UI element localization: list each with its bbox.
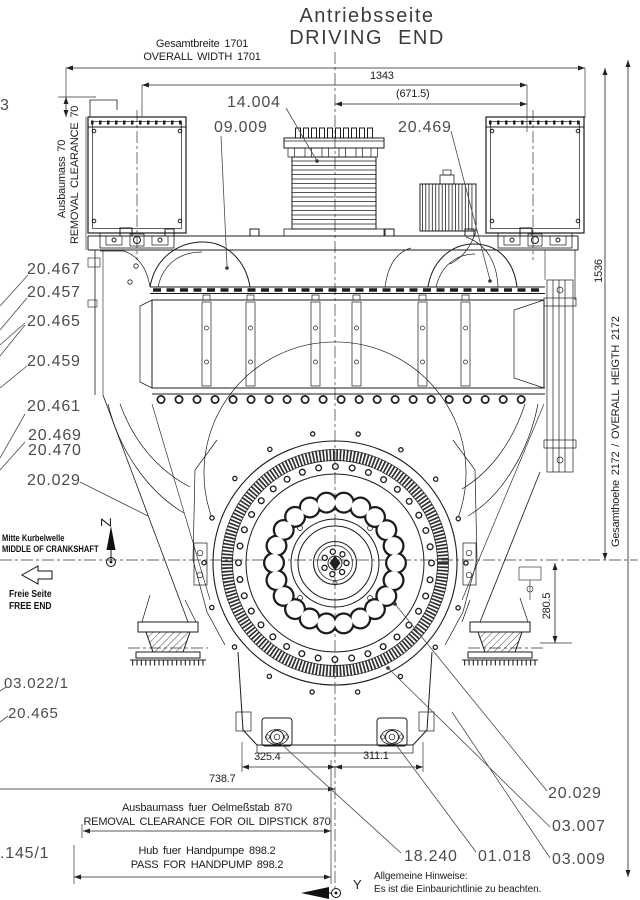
free-end-label: Freie Seite FREE END [9, 588, 52, 612]
callout-20-469-top: 20.469 [398, 119, 452, 136]
callout-145-1-cut: .145/1 [0, 845, 50, 862]
crankshaft-label: Mitte Kurbelwelle MIDDLE OF CRANKSHAFT [2, 533, 99, 555]
dim-overall-width-en: OVERALL WIDTH 1701 [143, 51, 261, 63]
crankcase [87, 250, 546, 623]
intercooler-housing [139, 286, 545, 404]
air-filter-left [87, 116, 187, 249]
callout-20-465-lower: 20.465 [8, 705, 59, 722]
datum-z-axis [106, 526, 116, 567]
callout-3-cut: 3 [0, 97, 10, 114]
callout-20-469: 20.469 [28, 427, 82, 444]
axis-z-label: Z [98, 517, 115, 527]
callout-20-457: 20.457 [27, 284, 81, 301]
leader-dots [225, 159, 492, 670]
callout-03-007: 03.007 [552, 818, 606, 835]
callout-03-022-1: 03.022/1 [4, 675, 69, 692]
callout-20-459: 20.459 [27, 353, 81, 370]
top-left-bracket [89, 99, 118, 117]
dim-removal-clearance-top: Ausbaumass 70 REMOVAL CLEARANCE 70 [56, 105, 82, 244]
callout-03-009: 03.009 [552, 851, 606, 868]
free-end-arrow-icon [20, 565, 53, 585]
callout-14-004: 14.004 [227, 94, 281, 111]
air-filter-right [485, 116, 585, 249]
dimension-lines [0, 60, 631, 880]
callout-20-029-left: 20.029 [27, 472, 81, 489]
dim-1343: 1343 [370, 70, 394, 82]
dim-311-1: 311.1 [363, 750, 389, 762]
flywheel [192, 341, 478, 697]
dim-handpump-en: PASS FOR HANDPUMP 898.2 [130, 859, 284, 871]
extension-lines [58, 68, 586, 884]
callout-01-018: 01.018 [478, 848, 532, 865]
callout-20-461: 20.461 [27, 398, 81, 415]
dim-clearance-top-de: Ausbaumass 70 [56, 139, 68, 219]
callout-20-470: 20.470 [28, 442, 82, 459]
dim-dipstick-en: REMOVAL CLEARANCE FOR OIL DIPSTICK 870 [83, 816, 331, 828]
dim-280-5: 280.5 [541, 592, 553, 620]
notes-heading: Allgemeine Hinweise: [374, 871, 468, 882]
notes-body: Es ist die Einbaurichtlinie zu beachten. [374, 884, 542, 895]
callout-09-009: 09.009 [214, 119, 268, 136]
leader-lines [0, 107, 551, 859]
title-german: Antriebsseite [299, 5, 435, 27]
engine-mounts [130, 594, 538, 666]
dim-738-7: 738.7 [209, 773, 236, 785]
axis-y-label: Y [353, 877, 362, 892]
free-end-label-en: FREE END [9, 600, 52, 612]
dim-1536: 1536 [593, 259, 605, 283]
callout-20-467: 20.467 [27, 261, 81, 278]
datum-y-axis [301, 887, 341, 899]
generator [419, 169, 477, 232]
title-english: DRIVING END [289, 27, 445, 49]
crankshaft-label-en: MIDDLE OF CRANKSHAFT [2, 544, 99, 555]
engine-structure [87, 99, 585, 754]
page-title: Antriebsseite DRIVING END [282, 5, 452, 49]
dim-clearance-top-en: REMOVAL CLEARANCE 70 [69, 105, 81, 244]
dim-671-5: (671.5) [396, 88, 430, 100]
dim-overall-height: Gesamthoehe 2172 / OVERALL HEIGTH 2172 [610, 316, 622, 547]
oil-pan [235, 651, 435, 754]
charge-air-cooler [283, 127, 385, 237]
dim-overall-width-de: Gesamtbreite 1701 [155, 38, 249, 50]
free-end-label-de: Freie Seite [9, 588, 52, 600]
dim-dipstick-de: Ausbaumass fuer Oelmeßstab 870 [122, 802, 292, 814]
dim-handpump-de: Hub fuer Handpumpe 898.2 [138, 845, 276, 857]
crankshaft-label-de: Mitte Kurbelwelle [2, 533, 65, 544]
torsional-damper [543, 250, 577, 473]
callout-20-029-bottom: 20.029 [548, 785, 602, 802]
dim-325-4: 325.4 [254, 751, 281, 763]
intake-elbows [100, 231, 518, 288]
callout-20-465: 20.465 [27, 313, 81, 330]
callout-18-240: 18.240 [404, 848, 458, 865]
